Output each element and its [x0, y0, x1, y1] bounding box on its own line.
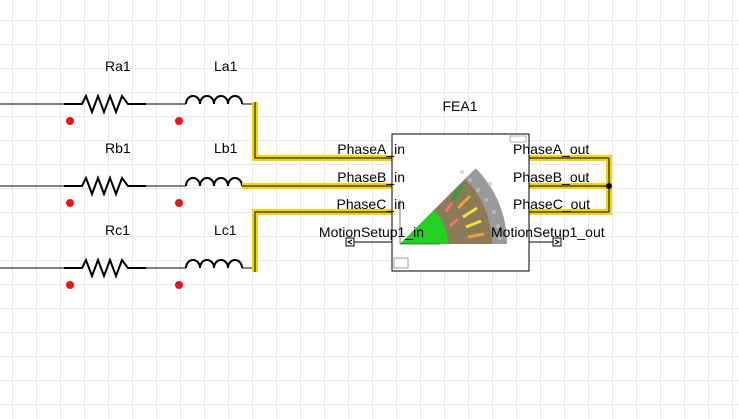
- pin-dot-ra1[interactable]: [66, 117, 74, 125]
- pin-dot-lb1[interactable]: [175, 199, 183, 207]
- resistor-label-ra1: Ra1: [105, 58, 131, 74]
- motion-port-in[interactable]: [345, 237, 392, 247]
- fea-block-title: FEA1: [442, 98, 477, 114]
- resistor-label-rb1: Rb1: [105, 140, 131, 156]
- inductor-lc1[interactable]: [185, 259, 243, 269]
- star-junction-dot: [606, 183, 612, 189]
- resistor-ra1[interactable]: [64, 93, 146, 115]
- inductor-label-la1: La1: [214, 58, 238, 74]
- fea-output-phaseb: PhaseB_out: [513, 169, 589, 185]
- motor-cross-section-image: [393, 135, 527, 269]
- pin-dot-lc1[interactable]: [175, 281, 183, 289]
- highlighted-wires-input[interactable]: [242, 102, 392, 272]
- pin-dot-rc1[interactable]: [66, 281, 74, 289]
- resistor-rc1[interactable]: [64, 257, 146, 279]
- fea-output-motionsetup: MotionSetup1_out: [491, 224, 605, 240]
- resistor-label-rc1: Rc1: [105, 222, 130, 238]
- inductor-label-lc1: Lc1: [214, 222, 237, 238]
- pin-dot-la1[interactable]: [175, 117, 183, 125]
- resistor-rb1[interactable]: [64, 175, 146, 197]
- inductor-la1[interactable]: [185, 95, 243, 105]
- fea-output-phasea: PhaseA_out: [513, 141, 589, 157]
- phase-c-circuit: Rc1 Lc1: [0, 222, 255, 289]
- fea-input-phasec: PhaseC_in: [337, 196, 406, 212]
- phase-b-circuit: Rb1 Lb1: [0, 140, 243, 207]
- fea-block[interactable]: FEA1 Phas: [319, 98, 605, 272]
- inductor-lb1[interactable]: [185, 177, 243, 187]
- inductor-label-lb1: Lb1: [214, 140, 238, 156]
- fea-output-phasec: PhaseC_out: [513, 196, 590, 212]
- fea-input-motionsetup: MotionSetup1_in: [319, 224, 424, 240]
- fea-input-phasea: PhaseA_in: [337, 141, 405, 157]
- phase-a-circuit: Ra1 La1: [0, 58, 255, 125]
- pin-dot-rb1[interactable]: [66, 199, 74, 207]
- fea-input-phaseb: PhaseB_in: [337, 169, 405, 185]
- motion-port-out[interactable]: [529, 237, 562, 247]
- highlighted-wires-output[interactable]: [529, 155, 612, 215]
